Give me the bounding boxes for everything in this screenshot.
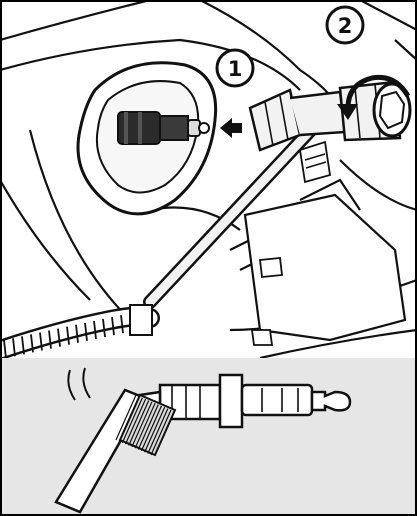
step-1-badge: 1 bbox=[217, 50, 253, 86]
bottom-panel bbox=[0, 358, 417, 516]
step-2-number: 2 bbox=[338, 14, 353, 38]
top-panel: 1 2 bbox=[0, 0, 417, 358]
step-1-number: 1 bbox=[228, 57, 243, 81]
step-2-badge: 2 bbox=[327, 7, 363, 43]
